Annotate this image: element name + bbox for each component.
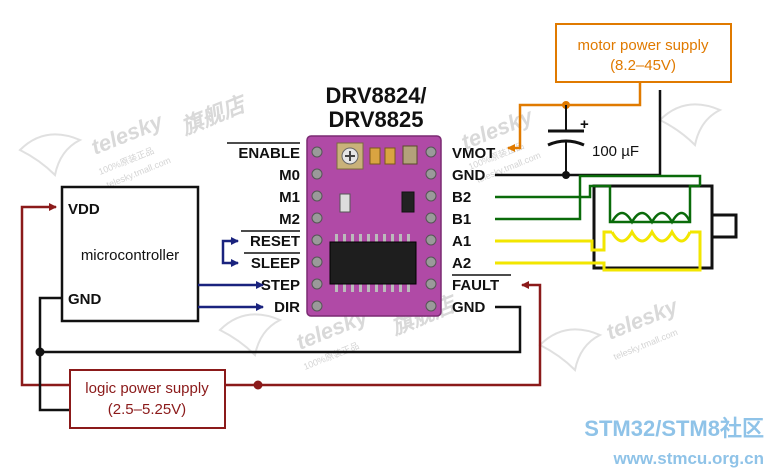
capacitor-icon: + 100 µF — [547, 105, 639, 175]
title-line-2: DRV8825 — [329, 107, 424, 132]
motor-supply-line-2: (8.2–45V) — [610, 57, 676, 74]
signal-wires — [198, 237, 264, 311]
coil-b-winding — [610, 211, 692, 225]
title-line-1: DRV8824/ — [325, 83, 426, 108]
driver-header-pins — [311, 146, 437, 312]
coil-a-winding — [610, 228, 692, 243]
watermark-brand-cn-1: 旗舰店 — [177, 90, 252, 140]
ground-wires — [35, 90, 662, 412]
logic-supply-line-2: (2.5–5.25V) — [108, 401, 186, 418]
reset-sleep-jumper — [221, 239, 236, 265]
microcontroller-box — [60, 185, 200, 323]
pin-gnd-top-label: GND — [452, 167, 486, 184]
logic-supply-box — [69, 369, 226, 429]
pin-b2-label: B2 — [452, 189, 471, 206]
capacitor-value: 100 µF — [592, 143, 639, 160]
driver-chip — [329, 234, 417, 292]
pin-step-label: STEP — [261, 277, 300, 294]
motor-shaft — [710, 213, 738, 239]
pin-m1-label: M1 — [279, 189, 300, 206]
gnd-junction-dot — [35, 347, 45, 357]
gnd-loop-wire — [38, 296, 522, 354]
microcontroller-block: VDD microcontroller GND — [60, 185, 200, 323]
capacitor-polarity: + — [580, 116, 589, 133]
pin-m2-label: M2 — [279, 211, 300, 228]
pin-a1-label: A1 — [452, 233, 471, 250]
pin-fault-label: FAULT — [452, 277, 499, 294]
motor-power-supply-block: motor power supply (8.2–45V) — [555, 23, 732, 83]
chip-pins-bottom — [335, 284, 410, 292]
logic-supply-line-1: logic power supply — [85, 380, 209, 397]
pin-m0-label: M0 — [279, 167, 300, 184]
watermark-bird-icon — [18, 103, 723, 373]
smd-components — [339, 145, 418, 213]
stepper-motor — [495, 174, 738, 272]
motor-supply-line-1: motor power supply — [578, 37, 709, 54]
chip-pins-top — [335, 234, 410, 242]
motor-body — [592, 184, 714, 270]
mcu-vdd-label: VDD — [68, 201, 100, 218]
pin-dir-label: DIR — [274, 299, 300, 316]
coil-b — [495, 174, 702, 225]
coil-a — [495, 228, 702, 272]
vdd-wire — [20, 203, 70, 387]
pin-gnd-bottom-label: GND — [452, 299, 486, 316]
potentiometer-icon — [336, 142, 364, 170]
mcu-gnd-label: GND — [68, 291, 102, 308]
driver-board — [306, 135, 442, 317]
pin-a2-label: A2 — [452, 255, 471, 272]
logic-gnd-wire — [38, 352, 70, 412]
pin-b1-label: B1 — [452, 211, 471, 228]
pin-reset-label: RESET — [250, 233, 300, 250]
logic-junction-dot — [253, 380, 263, 390]
left-pin-labels: ENABLE M0 M1 M2 RESET SLEEP STEP DIR — [227, 142, 300, 316]
pin-vmot-label: VMOT — [452, 145, 495, 162]
pin-sleep-label: SLEEP — [251, 255, 300, 272]
site-watermark-line-1: STM32/STM8社区 — [584, 416, 764, 441]
mcu-name-label: microcontroller — [81, 247, 179, 264]
motor-supply-box — [555, 23, 732, 83]
right-pin-labels: VMOT GND B2 B1 A1 A2 FAULT GND — [452, 145, 511, 316]
watermark-brand-1: telesky — [88, 108, 168, 160]
pin-enable-label: ENABLE — [238, 145, 300, 162]
logic-power-wires — [20, 203, 542, 390]
site-watermark-line-2: www.stmcu.org.cn — [612, 449, 764, 468]
logic-power-supply-block: logic power supply (2.5–5.25V) — [69, 369, 226, 429]
fault-pullup-wire — [225, 281, 542, 387]
